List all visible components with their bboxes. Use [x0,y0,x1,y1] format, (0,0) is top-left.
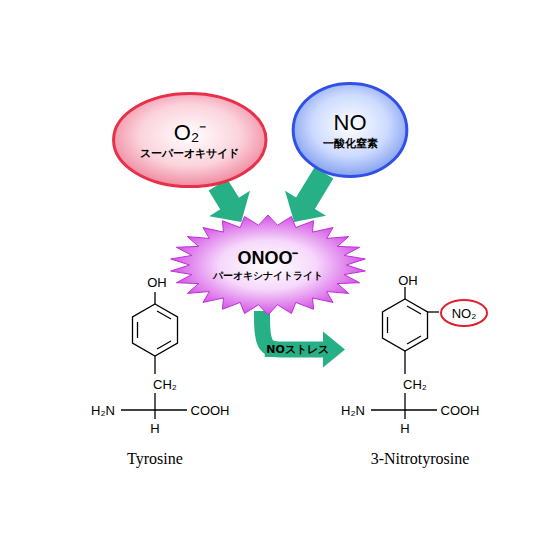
reactant-circle: NO一酸化窒素 [292,82,408,178]
atom-label: COOH [191,404,230,417]
molecule: Tyrosine [70,268,240,473]
atom-label: OH [398,274,418,287]
node-title: 3-Nitrotyrosine [371,449,470,468]
atom-label: COOH [441,404,480,417]
atom-label: NO₂ [452,307,477,320]
arrow-label: NOストレス [264,342,331,356]
atom-label: H [400,422,409,435]
atom-label: H [150,422,159,435]
atom-label: H₂N [91,404,115,417]
product-starburst: ONOO⁻パーオキシナイトライト [170,215,366,315]
reaction-arrow [285,173,326,222]
node-title: O₂⁻ [174,120,207,146]
node-subtitle: 一酸化窒素 [323,137,378,150]
reaction-arrow [209,185,250,222]
atom-label: CH₂ [153,378,177,391]
nitro-highlight [441,300,487,326]
node-title: NO [334,110,367,136]
atom-label: CH₂ [403,378,427,391]
atom-label: OH [147,276,167,289]
node-subtitle: スーパーオキサイド [140,147,239,160]
node-title: Tyrosine [127,449,183,468]
atom-label: H₂N [341,404,365,417]
tyrosine-structure [121,292,187,419]
node-subtitle: パーオキシナイトライト [213,270,323,282]
reaction-arrow [262,311,345,368]
molecule: 3-Nitrotyrosine [345,268,495,473]
reactant-circle: O₂⁻スーパーオキサイド [112,92,268,188]
nitrotyrosine-structure [371,287,439,419]
node-title: ONOO⁻ [237,248,298,270]
